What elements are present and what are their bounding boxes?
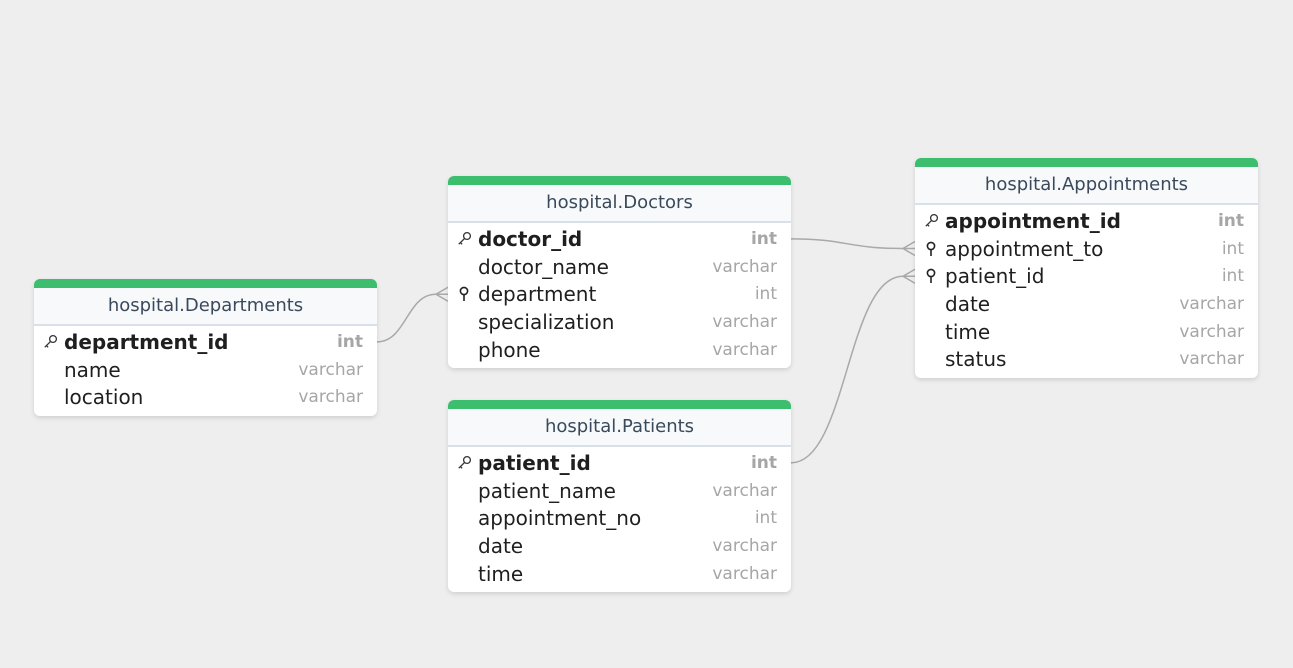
field-row[interactable]: department int bbox=[448, 280, 791, 308]
field-type: int bbox=[754, 508, 777, 529]
crows-foot-marker bbox=[901, 268, 916, 284]
field-type: int bbox=[336, 331, 363, 352]
table-title[interactable]: hospital.Appointments bbox=[915, 167, 1258, 205]
field-type: int bbox=[754, 284, 777, 305]
field-name: time bbox=[478, 561, 524, 586]
field-type: int bbox=[1217, 210, 1244, 231]
field-type: varchar bbox=[712, 339, 777, 360]
pin-icon bbox=[915, 241, 945, 257]
table-accent-bar bbox=[915, 158, 1258, 167]
field-row[interactable]: appointment_to int bbox=[915, 235, 1258, 263]
field-row[interactable]: specialization varchar bbox=[448, 308, 791, 336]
field-type: int bbox=[1221, 238, 1244, 259]
field-type: varchar bbox=[712, 480, 777, 501]
field-list: department_id int name varchar location varch… bbox=[34, 326, 377, 416]
field-type: varchar bbox=[298, 387, 363, 408]
field-name: name bbox=[64, 357, 121, 382]
crows-foot-marker bbox=[434, 286, 449, 302]
relationship-line[interactable] bbox=[376, 293, 448, 343]
field-name: date bbox=[478, 533, 524, 558]
table-accent-bar bbox=[34, 279, 377, 288]
table-title[interactable]: hospital.Patients bbox=[448, 409, 791, 447]
field-name: location bbox=[64, 385, 144, 410]
field-row[interactable]: doctor_name varchar bbox=[448, 253, 791, 281]
field-row[interactable]: phone varchar bbox=[448, 336, 791, 364]
field-type: varchar bbox=[1179, 321, 1244, 342]
table-title[interactable]: hospital.Doctors bbox=[448, 185, 791, 223]
key-icon bbox=[34, 334, 64, 349]
field-type: int bbox=[1221, 266, 1244, 287]
field-name: doctor_name bbox=[478, 254, 609, 279]
table-accent-bar bbox=[448, 176, 791, 185]
relationship-line[interactable] bbox=[790, 238, 915, 250]
field-type: varchar bbox=[1179, 349, 1244, 370]
field-row[interactable]: time varchar bbox=[448, 560, 791, 588]
field-row[interactable]: patient_id int bbox=[915, 262, 1258, 290]
field-row[interactable]: time varchar bbox=[915, 318, 1258, 346]
key-icon bbox=[915, 213, 945, 228]
field-row[interactable]: date varchar bbox=[448, 532, 791, 560]
field-type: varchar bbox=[712, 311, 777, 332]
field-row[interactable]: appointment_no int bbox=[448, 504, 791, 532]
field-row[interactable]: patient_id int bbox=[448, 449, 791, 477]
field-name: phone bbox=[478, 337, 541, 362]
field-name: department_id bbox=[64, 329, 229, 354]
table-departments[interactable]: hospital.Departments department_id int nam… bbox=[34, 279, 377, 417]
field-name: time bbox=[945, 319, 991, 344]
field-row[interactable]: patient_name varchar bbox=[448, 477, 791, 505]
field-name: appointment_to bbox=[945, 236, 1104, 261]
table-accent-bar bbox=[448, 400, 791, 409]
key-icon bbox=[448, 231, 478, 246]
field-name: patient_name bbox=[478, 478, 616, 503]
field-name: department bbox=[478, 282, 597, 307]
field-name: specialization bbox=[478, 309, 615, 334]
field-name: patient_id bbox=[478, 450, 591, 475]
key-icon bbox=[448, 455, 478, 470]
field-name: status bbox=[945, 347, 1007, 372]
relationship-line[interactable] bbox=[790, 275, 915, 464]
table-title[interactable]: hospital.Departments bbox=[34, 288, 377, 326]
pin-icon bbox=[448, 286, 478, 302]
field-row[interactable]: department_id int bbox=[34, 328, 377, 356]
field-name: appointment_no bbox=[478, 506, 642, 531]
field-name: appointment_id bbox=[945, 208, 1121, 233]
field-type: varchar bbox=[1179, 293, 1244, 314]
field-type: varchar bbox=[712, 563, 777, 584]
field-name: date bbox=[945, 291, 991, 316]
field-row[interactable]: name varchar bbox=[34, 356, 377, 384]
field-name: doctor_id bbox=[478, 226, 583, 251]
field-row[interactable]: appointment_id int bbox=[915, 207, 1258, 235]
field-type: int bbox=[750, 452, 777, 473]
crows-foot-marker bbox=[901, 240, 916, 257]
field-row[interactable]: status varchar bbox=[915, 345, 1258, 373]
pin-icon bbox=[915, 268, 945, 284]
field-type: int bbox=[750, 228, 777, 249]
field-name: patient_id bbox=[945, 264, 1045, 289]
field-type: varchar bbox=[298, 359, 363, 380]
field-row[interactable]: doctor_id int bbox=[448, 225, 791, 253]
field-type: varchar bbox=[712, 535, 777, 556]
field-row[interactable]: location varchar bbox=[34, 383, 377, 411]
field-type: varchar bbox=[712, 256, 777, 277]
field-row[interactable]: date varchar bbox=[915, 290, 1258, 318]
